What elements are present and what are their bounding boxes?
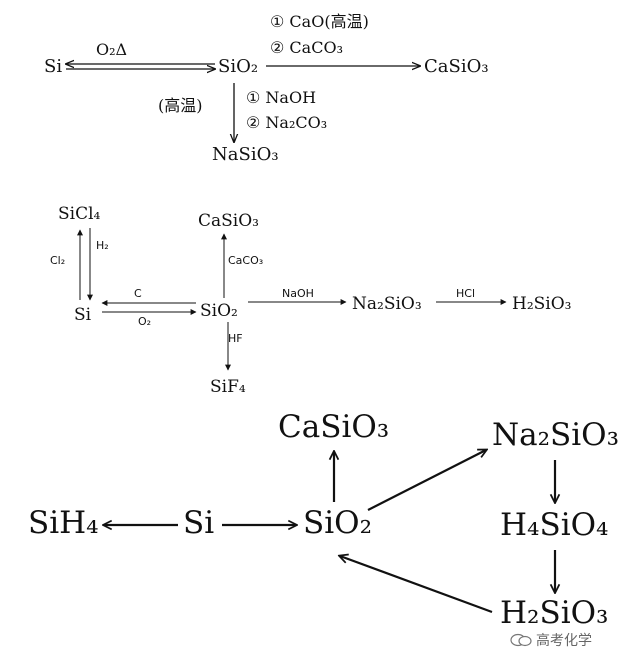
d2-sif4-label: SiF₄: [210, 377, 246, 397]
d1-nasio3-label: NaSiO₃: [212, 144, 279, 165]
d1-condition-naoh: ① NaOH: [246, 88, 317, 107]
d3-sih4-label: SiH₄: [28, 505, 99, 541]
d1-condition-high-temp: (高温): [158, 96, 203, 115]
d2-sio2-label: SiO₂: [200, 301, 238, 321]
d2-caco3-reagent: CaCO₃: [228, 254, 264, 267]
watermark-text: 高考化学: [536, 633, 592, 649]
d2-h2sio3-label: H₂SiO₃: [512, 294, 572, 314]
d1-sio2-label: SiO₂: [218, 56, 259, 77]
d2-c-reagent: C: [134, 287, 142, 300]
d1-si-label: Si: [44, 56, 63, 77]
d2-si-label: Si: [74, 305, 92, 325]
d2-h2-reagent: H₂: [96, 239, 109, 252]
d2-naoh-reagent: NaOH: [282, 287, 314, 300]
d2-hf-reagent: HF: [228, 332, 243, 345]
d3-na2sio3-label: Na₂SiO₃: [492, 417, 620, 453]
d1-condition-cao: ① CaO(高温): [270, 12, 369, 31]
d2-na2sio3-label: Na₂SiO₃: [352, 294, 422, 314]
d3-h2sio3-label: H₂SiO₃: [500, 595, 609, 631]
wechat-logo-icon: [510, 633, 532, 647]
d2-hcl-reagent: HCl: [456, 287, 476, 300]
d1-casio3-label: CaSiO₃: [424, 56, 489, 77]
arrow-h2sio3-to-sio2: [340, 556, 493, 614]
d3-si-label: Si: [183, 505, 215, 541]
d2-casio3-label: CaSiO₃: [198, 211, 259, 231]
d3-sio2-label: SiO₂: [303, 505, 372, 541]
d1-condition-o2-heat: O₂Δ: [96, 40, 128, 59]
d2-sicl4-label: SiCl₄: [58, 204, 101, 224]
d3-h4sio4-label: H₄SiO₄: [500, 507, 609, 543]
d1-condition-na2co3: ② Na₂CO₃: [246, 113, 328, 132]
d2-cl2-reagent: Cl₂: [50, 254, 66, 267]
d1-condition-caco3: ② CaCO₃: [270, 38, 343, 57]
d2-o2-reagent: O₂: [138, 315, 152, 328]
arrow-sio2-to-na2sio3-3: [367, 450, 486, 511]
watermark: 高考化学: [510, 630, 592, 650]
d3-casio3-label: CaSiO₃: [278, 409, 390, 445]
